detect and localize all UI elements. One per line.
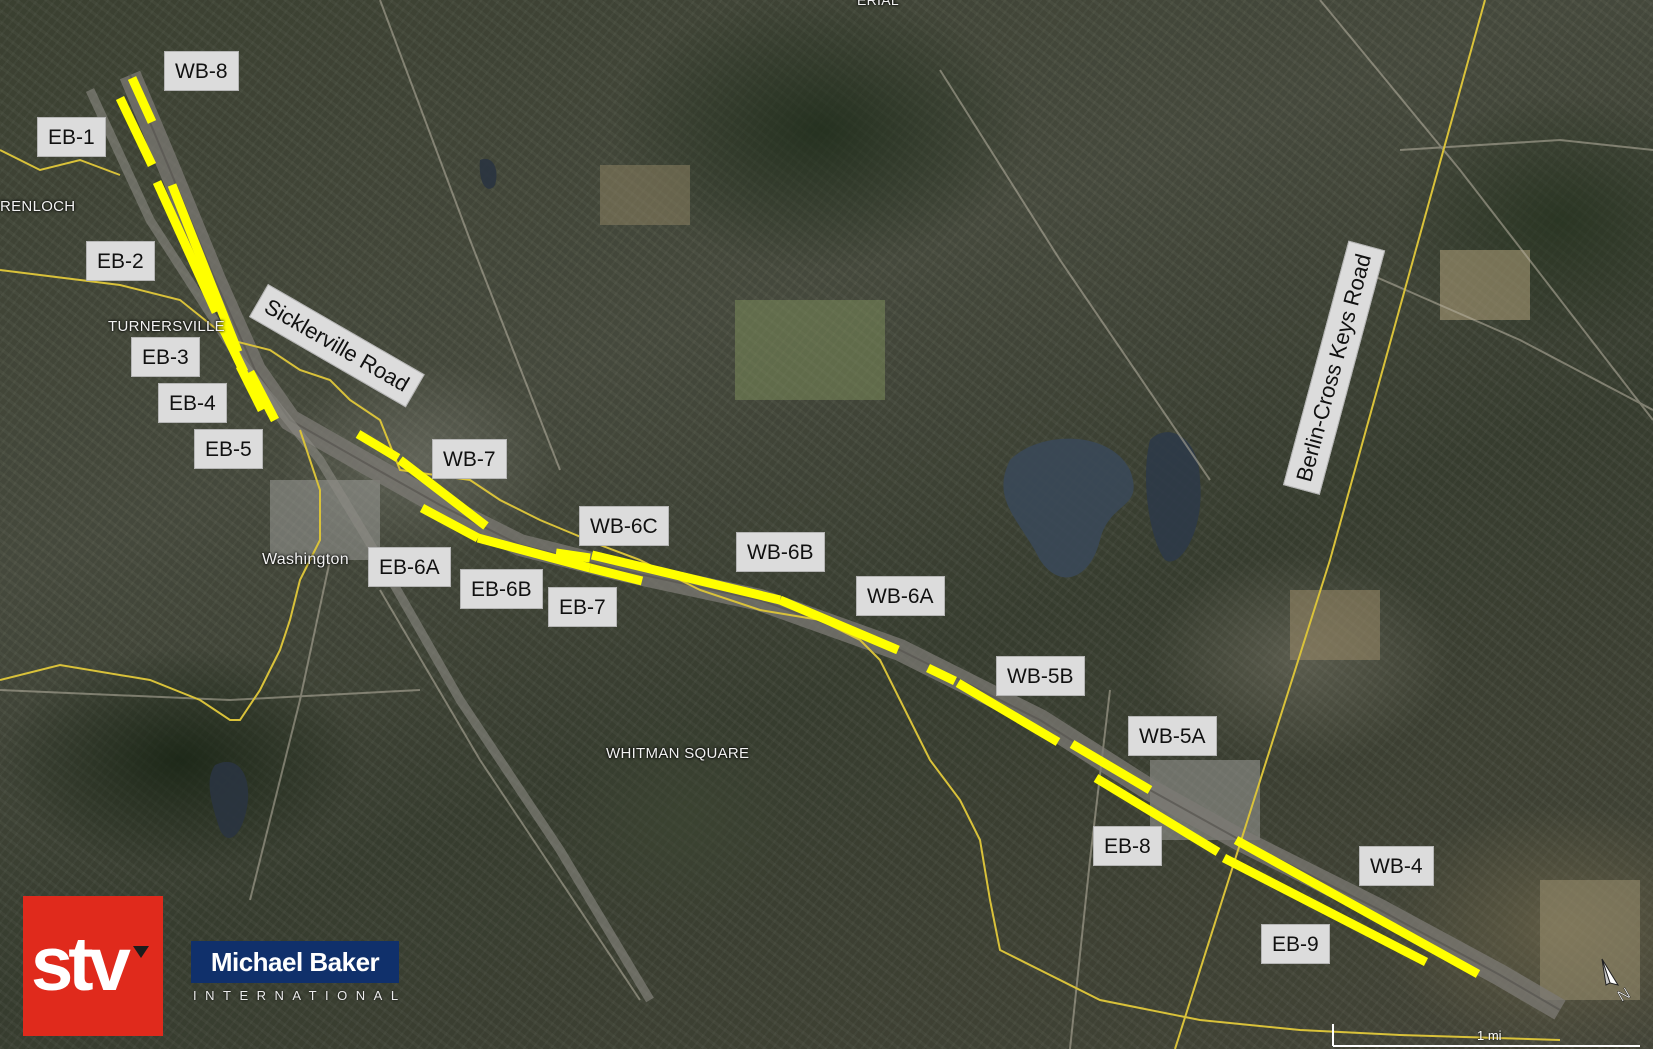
stv-triangle-icon xyxy=(133,946,149,958)
segment-label-wb-7[interactable]: WB-7 xyxy=(432,439,507,479)
segment-label-eb-4[interactable]: EB-4 xyxy=(158,383,227,423)
north-arrow-icon: N xyxy=(1601,958,1634,1005)
segment-line-eb-5 xyxy=(246,369,279,423)
michael-baker-name: Michael Baker xyxy=(210,947,380,977)
lake xyxy=(1145,432,1201,562)
land-texture xyxy=(270,165,1640,1000)
segment-line-eb-6b xyxy=(476,533,592,573)
segment-line-wb-7a xyxy=(355,430,401,462)
segment-line-eb-7 xyxy=(588,563,644,586)
scale-bar xyxy=(1332,1024,1640,1047)
segment-label-eb-8[interactable]: EB-8 xyxy=(1093,826,1162,866)
michael-baker-subtitle: INTERNATIONAL xyxy=(193,988,407,1003)
segment-label-wb-6b[interactable]: WB-6B xyxy=(736,532,825,572)
place-label-erial: ERIAL xyxy=(857,0,899,8)
segment-label-eb-7[interactable]: EB-7 xyxy=(548,587,617,627)
segment-line-wb-8 xyxy=(127,76,157,124)
stv-logo: stv xyxy=(23,896,163,1036)
field xyxy=(1290,590,1380,660)
scale-label: 1 mi xyxy=(1477,1028,1502,1043)
place-label-washington: Washington xyxy=(262,551,349,568)
svg-text:N: N xyxy=(1615,985,1634,1005)
segment-line-eb-2b xyxy=(167,183,243,354)
place-label-whitman-square: WHITMAN SQUARE xyxy=(606,745,750,762)
field xyxy=(1540,880,1640,1000)
study-segments xyxy=(115,76,1481,978)
segment-label-eb-6b[interactable]: EB-6B xyxy=(460,569,543,609)
segment-line-wb-6b xyxy=(590,550,782,605)
segment-label-wb-8[interactable]: WB-8 xyxy=(164,51,239,91)
commercial-area xyxy=(270,480,380,560)
segment-label-eb-1[interactable]: EB-1 xyxy=(37,117,106,157)
segment-line-eb-9 xyxy=(1221,853,1429,967)
segment-line-eb-1 xyxy=(115,96,157,167)
segment-label-wb-5b[interactable]: WB-5B xyxy=(996,656,1085,696)
segment-line-eb-8 xyxy=(1093,774,1221,856)
segment-line-eb-6a xyxy=(419,504,481,542)
segment-line-wb-5a xyxy=(1069,740,1153,794)
segment-label-eb-9[interactable]: EB-9 xyxy=(1261,924,1330,964)
pond xyxy=(209,761,249,839)
segment-line-wb-5b-b xyxy=(955,679,1061,746)
municipal-boundaries xyxy=(0,0,1561,1049)
field xyxy=(1440,250,1530,320)
segment-line-wb-6a xyxy=(778,595,900,655)
segment-label-wb-4[interactable]: WB-4 xyxy=(1359,846,1434,886)
segment-line-wb-7b xyxy=(397,456,489,530)
segment-label-eb-5[interactable]: EB-5 xyxy=(194,429,263,469)
pond xyxy=(479,158,497,189)
lake xyxy=(1003,438,1134,578)
segment-label-wb-6c[interactable]: WB-6C xyxy=(579,506,669,546)
segment-line-wb-4 xyxy=(1233,836,1481,978)
segment-line-eb-2 xyxy=(152,180,221,314)
place-label-turnersville: TURNERSVILLE xyxy=(108,318,225,335)
michael-baker-logo: Michael Baker xyxy=(191,941,399,983)
segment-label-eb-6a[interactable]: EB-6A xyxy=(368,547,451,587)
stv-logo-text: stv xyxy=(31,922,131,1007)
segment-label-eb-2[interactable]: EB-2 xyxy=(86,241,155,281)
ball-fields xyxy=(735,300,885,400)
segment-label-wb-6a[interactable]: WB-6A xyxy=(856,576,945,616)
black-horse-pike xyxy=(85,88,654,1003)
segment-line-wb-6c xyxy=(555,548,591,563)
field xyxy=(600,165,690,225)
segment-line-wb-5b-a xyxy=(926,663,957,686)
segment-line-eb-3 xyxy=(215,320,249,374)
segment-line-eb-4 xyxy=(235,363,267,413)
place-label-renloch: RENLOCH xyxy=(0,198,76,215)
segment-label-eb-3[interactable]: EB-3 xyxy=(131,337,200,377)
segment-label-wb-5a[interactable]: WB-5A xyxy=(1128,716,1217,756)
